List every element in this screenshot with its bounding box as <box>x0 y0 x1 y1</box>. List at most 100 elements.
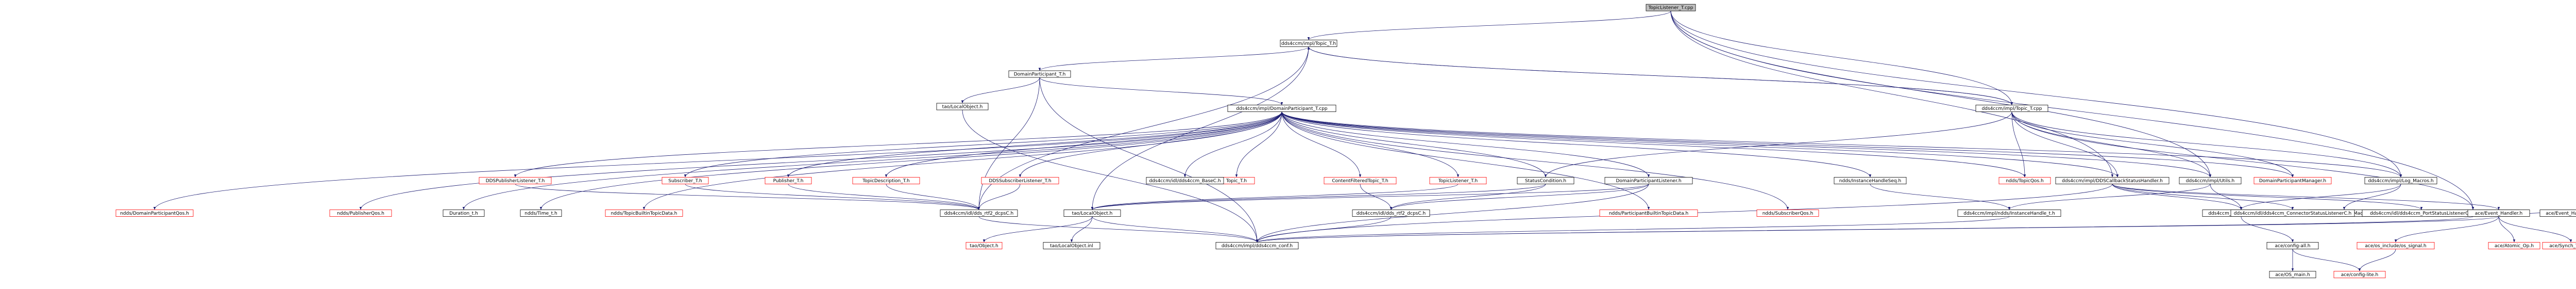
node-box <box>1975 105 2048 112</box>
graph-node-dds4ccm-base-c[interactable]: dds4ccm/idl/dds4ccm_BaseC.h <box>1146 177 1224 184</box>
node-label: dds4ccm/idl/dds4ccm_PortStatusListenerC.… <box>2370 211 2473 216</box>
graph-node-ddsdomainparticipantqos[interactable]: ndds/DomainParticipantQos.h <box>115 210 194 217</box>
graph-node-ddspublisherlistener-t[interactable]: DDSPublisherListener_T.h <box>479 177 552 184</box>
node-box <box>2253 177 2332 184</box>
node-box <box>1043 242 1100 249</box>
graph-node-tao-localobject-h-top[interactable]: tao/LocalObject.h <box>936 103 989 110</box>
graph-node-ace-event-handler-inl[interactable]: ace/Event_Handler.inl <box>2539 210 2576 217</box>
graph-node-ace-atomic-op[interactable]: ace/Atomic_Op.h <box>2488 242 2540 249</box>
node-box <box>605 210 683 217</box>
graph-node-dds-rtf2-dcpsc-2[interactable]: dds4ccm/idl/dds_rtf2_dcpsC.h <box>1352 210 1430 217</box>
node-box <box>2357 242 2435 249</box>
node-label: ace/config-lite.h <box>2341 272 2378 278</box>
graph-node-ace-os-include-signal[interactable]: ace/os_include/os_signal.h <box>2357 242 2435 249</box>
graph-node-ace-os-main[interactable]: ace/OS_main.h <box>2269 271 2316 278</box>
dependency-edge <box>1281 111 1650 178</box>
node-box <box>662 177 709 184</box>
graph-node-ndds-topicbuiltintopicdata[interactable]: ndds/TopicBuiltinTopicData.h <box>605 210 683 217</box>
graph-node-dds4ccm-callback-handler[interactable]: dds4ccm/impl/DDSCallbackStatusHandler.h <box>2055 177 2170 184</box>
node-label: dds4ccm/impl/Topic_T.cpp <box>1982 106 2042 111</box>
graph-node-portstatuslistener[interactable]: dds4ccm/idl/dds4ccm_PortStatusListenerC.… <box>2362 210 2481 217</box>
graph-node-domainparticipantlistener-h[interactable]: DomainParticipantListener.h <box>1604 177 1693 184</box>
graph-node-topiclistener-t-h[interactable]: TopicListener_T.h <box>1429 177 1487 184</box>
node-box <box>2269 271 2316 278</box>
graph-node-duration-t-h[interactable]: Duration_t.h <box>443 210 485 217</box>
dependency-edge <box>642 111 1282 210</box>
dependency-edge <box>886 184 980 210</box>
dependency-edge <box>1281 111 1362 178</box>
node-box <box>2364 177 2437 184</box>
graph-node-ddspublisherqos[interactable]: ndds/PublisherQos.h <box>329 210 392 217</box>
dependency-edge <box>2210 184 2243 210</box>
dependency-edge <box>2112 184 2294 210</box>
dependency-edge <box>1307 10 1671 40</box>
dependency-edge <box>1256 216 1392 243</box>
graph-node-tao-localobject-h[interactable]: tao/LocalObject.h <box>1063 210 1121 217</box>
graph-node-topicdescription-t[interactable]: TopicDescription_T.h <box>852 177 920 184</box>
graph-node-ndds-instancehandleseq[interactable]: ndds/InstanceHandleSeq.h <box>1834 177 1907 184</box>
node-label: dds4ccm/idl/dds_rtf2_dcpsC.h <box>944 211 1013 216</box>
graph-node-ddssubscriberlistener-t[interactable]: DDSSubscriberListener_T.h <box>981 177 1059 184</box>
dependency-edge <box>2292 249 2361 271</box>
graph-node-ace-synch-traits[interactable]: ace/Synch_Traits.h <box>2542 242 2576 249</box>
graph-node-topic-t-cpp[interactable]: dds4ccm/impl/Topic_T.cpp <box>1975 105 2048 112</box>
dependency-edge <box>359 111 1282 210</box>
dependency-edge <box>1281 111 1789 210</box>
graph-node-ndds-participantbuiltintopicdata[interactable]: ndds/ParticipantBuiltinTopicData.h <box>1599 210 1698 217</box>
dependency-edge <box>2343 184 2401 210</box>
node-box <box>765 177 812 184</box>
dependency-edge <box>685 184 980 210</box>
graph-node-log-macros-h[interactable]: dds4ccm/impl/Log_Macros.h <box>2364 177 2437 184</box>
graph-node-domainparticipant-t-h[interactable]: DomainParticipant_T.h <box>1008 70 1071 78</box>
dependency-edge <box>1389 184 1649 210</box>
dependency-edge <box>1281 111 2212 178</box>
node-box <box>1352 210 1430 217</box>
dependency-edge <box>1281 111 1650 210</box>
dependency-edge <box>1389 184 1546 210</box>
graph-node-instancehandle-t[interactable]: dds4ccm/impl/ndds/InstanceHandle_t.h <box>1957 210 2061 217</box>
node-label: TopicDescription_T.h <box>862 179 909 184</box>
dependency-edge <box>1307 46 2012 105</box>
dependency-edge <box>1281 111 2119 178</box>
graph-node-dds4ccm-conf[interactable]: dds4ccm/impl/dds4ccm_conf.h <box>1215 242 1299 249</box>
graph-node-topic-t-h-2[interactable]: Topic_T.h <box>1218 177 1255 184</box>
dependency-edge <box>1281 111 1547 178</box>
graph-node-dds-rtf2-dcpsc[interactable]: dds4ccm/idl/dds_rtf2_dcpsC.h <box>940 210 1018 217</box>
node-label: dds4ccm/idl/dds_rtf2_dcpsC.h <box>1357 211 1426 216</box>
graph-node-ndds-time-t[interactable]: ndds/Time_t.h <box>520 210 562 217</box>
graph-node-topic-t-h[interactable]: dds4ccm/impl/Topic_T.h <box>1280 40 1337 47</box>
graph-node-connectorstatuslistener[interactable]: dds4ccm/idl/dds4ccm_ConnectorStatusListe… <box>2230 210 2355 217</box>
graph-node-ndds-subscriberqos[interactable]: ndds/SubscriberQos.h <box>1756 210 1819 217</box>
dependency-edge <box>1038 46 1309 71</box>
graph-node-statuscondition-h[interactable]: StatusCondition.h <box>1517 177 1574 184</box>
graph-node-contentfilteredtopic-t[interactable]: ContentFilteredTopic_T.h <box>1324 177 1397 184</box>
dependency-edge <box>2112 184 2423 210</box>
node-label: ace/Event_Handler.h <box>2475 211 2523 216</box>
dependency-edge <box>2358 249 2396 271</box>
dependency-edge <box>1183 111 1282 178</box>
node-box <box>1280 40 1337 47</box>
graph-node-dds4ccm-utils-h[interactable]: dds4ccm/impl/Utils.h <box>2179 177 2242 184</box>
node-box <box>2467 210 2530 217</box>
node-box <box>443 210 485 217</box>
graph-node-ace-config-all[interactable]: ace/config-all.h <box>2266 242 2319 249</box>
graph-node-tao-object-h[interactable]: tao/Object.h <box>965 242 1003 249</box>
dependency-edge <box>1870 184 2011 210</box>
dependency-edge <box>1091 184 1459 210</box>
node-label: Subscriber_T.h <box>668 179 702 184</box>
graph-node-ndds-topicqos[interactable]: ndds/TopicQos.h <box>1998 177 2051 184</box>
node-label: StatusCondition.h <box>1525 179 1566 184</box>
graph-node-publisher-t[interactable]: Publisher_T.h <box>765 177 812 184</box>
node-label: ace/Event_Handler.inl <box>2546 211 2576 216</box>
graph-node-ace-event-handler-h[interactable]: ace/Event_Handler.h <box>2467 210 2530 217</box>
dependency-edge <box>1670 11 2013 105</box>
graph-node-ace-config-lite[interactable]: ace/config-lite.h <box>2333 271 2386 278</box>
graph-node-tao-localobject-inl[interactable]: tao/LocalObject.inl <box>1043 242 1100 249</box>
graph-node-domainparticipantmanager-h[interactable]: DomainParticipantManager.h <box>2253 177 2332 184</box>
dependency-edge <box>2498 216 2572 243</box>
graph-node-subscriber-t[interactable]: Subscriber_T.h <box>662 177 709 184</box>
dependency-edge <box>787 111 1282 178</box>
graph-node-domainparticipant-t-cpp[interactable]: dds4ccm/impl/DomainParticipant_T.cpp <box>1227 105 1336 112</box>
node-label: Duration_t.h <box>449 211 478 216</box>
dependency-edge <box>2011 111 2294 178</box>
